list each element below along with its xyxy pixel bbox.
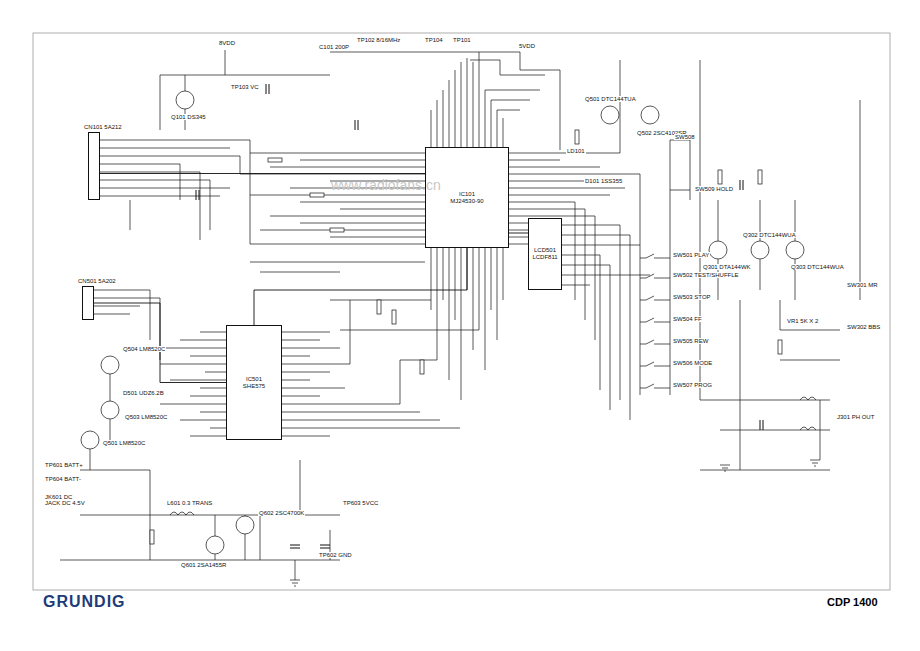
- sheet-frame: [33, 33, 890, 590]
- test-point-label: TP104: [424, 37, 444, 43]
- transistor-symbol: [206, 536, 224, 554]
- signal-bus: [509, 233, 528, 234]
- test-point-label: TP101: [452, 37, 472, 43]
- ic-label: LCD501: [534, 247, 556, 254]
- signal-bus: [94, 303, 226, 383]
- resistor-symbol: [330, 228, 344, 232]
- switch-wire: [640, 140, 690, 395]
- ic-label: SHE575: [243, 383, 265, 390]
- test-point-label: TP602 GND: [318, 552, 353, 558]
- resistor-symbol: [150, 530, 154, 544]
- ic-label: MJ24530-90: [450, 198, 483, 205]
- switch-label: SW505 REW: [672, 338, 709, 344]
- switch-label: SW502 TEST/SHUFFLE: [672, 272, 740, 278]
- part-label: Q504 LM8520C: [122, 346, 166, 352]
- test-point-label: TP103 VC: [230, 84, 260, 90]
- switch-label: SW508: [674, 134, 696, 140]
- switch-label: SW501 PLAY: [672, 252, 710, 258]
- supply-wire: [160, 50, 560, 150]
- net-label: 5VDD: [518, 43, 536, 49]
- watermark: www.radiofans.cn: [330, 178, 442, 193]
- signal-bus: [100, 173, 425, 174]
- transistor-symbol: [751, 241, 769, 259]
- resistor-symbol: [268, 158, 282, 162]
- switch-label: SW506 MODE: [672, 360, 713, 366]
- part-label: Q303 DTC144WUA: [790, 264, 845, 270]
- ic-label: LCDF811: [532, 254, 557, 261]
- part-label: VR1 5K X 2: [786, 318, 819, 324]
- part-label: D501 UDZ6.2B: [122, 390, 165, 396]
- lcd-wire: [562, 225, 650, 420]
- ic-pin-wire: [431, 52, 540, 147]
- connector-block: CN101 5A212: [88, 132, 100, 200]
- capacitor-symbol: [196, 84, 763, 548]
- part-label: Q501 DTC144TUA: [584, 96, 637, 102]
- transistor-symbol: [641, 106, 659, 124]
- test-point-label: TP601 BATT+: [44, 462, 84, 468]
- transistor-symbol: [709, 241, 727, 259]
- brand-logo: GRUNDIG: [42, 594, 127, 611]
- signal-bus: [254, 248, 467, 325]
- jack-label: J301 PH OUT: [836, 414, 875, 420]
- test-point-label: TP604 BATT-: [44, 476, 82, 482]
- switch-label: SW509 HOLD: [694, 186, 734, 192]
- power-wire: [60, 290, 340, 560]
- ic-box: IC101MJ24530-90: [425, 147, 509, 248]
- transistor-symbol: [101, 356, 119, 374]
- part-label: D101 1SS355: [584, 178, 623, 184]
- part-label: LD101: [566, 148, 586, 154]
- connector-wire: [100, 140, 250, 240]
- transistor-symbol: [786, 241, 804, 259]
- transistor-symbol: [81, 431, 99, 449]
- resistor-symbol: [420, 360, 424, 374]
- transistor-symbol: [601, 106, 619, 124]
- resistor-symbol: [310, 193, 324, 197]
- test-point-label: TP102 8/16MHz: [356, 37, 401, 43]
- resistor-symbol: [392, 310, 396, 324]
- switch-label: SW504 FF: [672, 316, 703, 322]
- resistor-symbol: [377, 300, 381, 314]
- transistor-symbol: [236, 516, 254, 534]
- output-wire: [700, 60, 860, 470]
- transistor-symbol: [176, 91, 194, 109]
- connector-block: CN501 5A202: [82, 286, 94, 320]
- net-label: 8VDD: [218, 40, 236, 46]
- switch-label: SW302 BBS: [846, 324, 881, 330]
- ic-label: IC501: [246, 376, 262, 383]
- ic-pin-wire: [150, 300, 479, 436]
- part-label: Q302 DTC144WUA: [742, 232, 797, 238]
- test-point-label: TP603 5VCC: [342, 500, 379, 506]
- part-label: Q503 LM8520C: [124, 414, 168, 420]
- resistor-symbol: [718, 170, 722, 184]
- resistor-symbol: [575, 130, 579, 144]
- part-label: Q602 2SC4700K: [258, 510, 305, 516]
- jack-label: JK601 DC JACK DC 4.5V: [44, 494, 86, 507]
- part-label: C101 200P: [318, 44, 350, 50]
- connector-label: CN101 5A212: [83, 124, 123, 131]
- switch-label: SW301 MR: [846, 282, 879, 288]
- part-label: Q501 LM8520C: [102, 440, 146, 446]
- model-number: CDP 1400: [826, 597, 879, 609]
- part-label: Q601 2SA1455R: [180, 562, 227, 568]
- ground-symbol: [290, 460, 820, 586]
- switch-label: SW507 PROG: [672, 382, 713, 388]
- part-label: Q101 DS345: [170, 114, 207, 120]
- ic-pin-wire: [240, 140, 425, 272]
- part-label: Q301 DTA144WK: [702, 264, 752, 270]
- lcd-box: LCD501LCDF811: [528, 218, 562, 290]
- resistor-symbol: [778, 340, 782, 354]
- ic-box: IC501SHE575: [226, 325, 282, 440]
- part-label: L601 0.3 TRANS: [166, 500, 213, 506]
- switch-label: SW503 STOP: [672, 294, 712, 300]
- resistor-symbol: [758, 170, 762, 184]
- transistor-symbol: [101, 401, 119, 419]
- connector-label: CN501 5A202: [77, 278, 117, 285]
- ic-label: IC101: [459, 191, 475, 198]
